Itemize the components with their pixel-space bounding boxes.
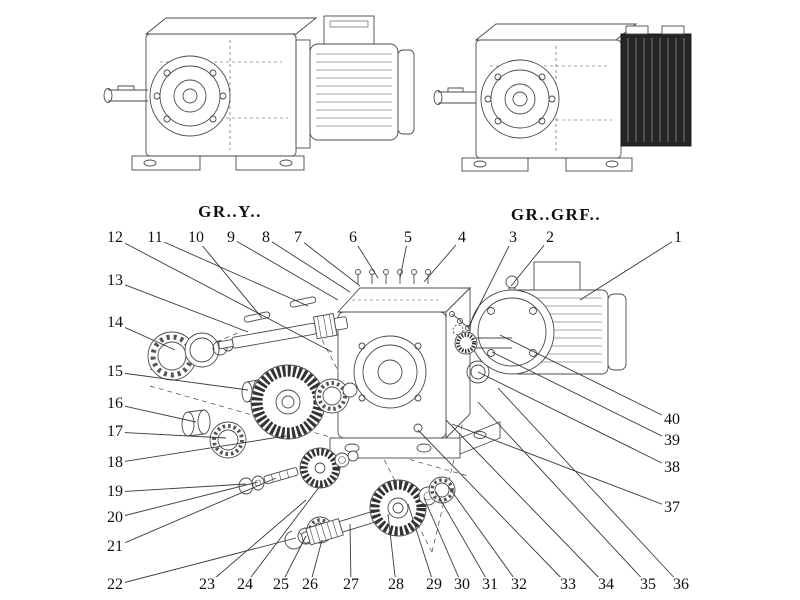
part-number-40: 40 — [662, 411, 682, 428]
part-number-33: 33 — [558, 576, 578, 593]
part-number-13: 13 — [105, 272, 125, 289]
variant-label-gr-y: GR..Y.. — [198, 202, 262, 221]
leader-line-15 — [114, 371, 249, 391]
leader-line-19 — [114, 483, 247, 493]
part-number-12: 12 — [105, 229, 125, 246]
part-number-17: 17 — [105, 423, 125, 440]
leader-line-11 — [154, 237, 309, 307]
motor — [454, 261, 627, 375]
input-shaft-assembly — [147, 296, 349, 403]
part-number-1: 1 — [672, 229, 684, 246]
leader-line-39 — [491, 351, 673, 442]
eye-bolt — [505, 275, 519, 289]
assembled-view-gr-y — [103, 15, 415, 171]
leader-line-18 — [114, 435, 287, 464]
cover-screws — [355, 269, 431, 284]
leader-line-21 — [114, 477, 277, 548]
leader-line-13 — [114, 280, 249, 333]
leader-line-27 — [349, 523, 352, 586]
leader-line-30 — [423, 497, 463, 586]
leader-line-36 — [497, 387, 682, 586]
part-number-36: 36 — [671, 576, 691, 593]
part-number-26: 26 — [300, 576, 320, 593]
part-number-2: 2 — [544, 229, 556, 246]
leader-lines — [114, 237, 682, 586]
part-number-15: 15 — [105, 363, 125, 380]
leader-line-17 — [114, 431, 227, 439]
part-number-37: 37 — [662, 499, 682, 516]
part-number-16: 16 — [105, 395, 125, 412]
leader-line-35 — [477, 401, 649, 586]
gear-housing — [329, 286, 501, 459]
part-number-38: 38 — [662, 459, 682, 476]
leader-line-24 — [244, 485, 321, 586]
part-number-20: 20 — [105, 509, 125, 526]
part-number-35: 35 — [638, 576, 658, 593]
leader-line-33 — [417, 429, 569, 586]
part-number-28: 28 — [386, 576, 406, 593]
leader-line-32 — [447, 485, 520, 586]
key-1 — [243, 311, 271, 323]
leader-line-16 — [114, 403, 197, 423]
part-number-10: 10 — [186, 229, 206, 246]
part-number-18: 18 — [105, 454, 125, 471]
leader-line-34 — [445, 419, 607, 586]
leader-line-25 — [280, 535, 307, 586]
leader-line-4 — [423, 237, 463, 283]
part-number-30: 30 — [452, 576, 472, 593]
leader-line-31 — [435, 491, 491, 586]
leader-line-40 — [499, 334, 673, 421]
part-number-31: 31 — [480, 576, 500, 593]
part-number-25: 25 — [271, 576, 291, 593]
leader-line-38 — [477, 371, 673, 469]
part-number-22: 22 — [105, 576, 125, 593]
part-number-21: 21 — [105, 538, 125, 555]
part-number-34: 34 — [596, 576, 616, 593]
leader-line-29 — [407, 503, 435, 586]
part-number-19: 19 — [105, 483, 125, 500]
part-number-7: 7 — [292, 229, 304, 246]
part-number-14: 14 — [105, 314, 125, 331]
exploded-view — [147, 261, 627, 553]
intermediate-gear-set — [181, 364, 358, 459]
leader-line-7 — [297, 237, 361, 287]
variant-label-gr-grf: GR..GRF.. — [510, 205, 602, 224]
part-number-24: 24 — [235, 576, 255, 593]
part-number-8: 8 — [260, 229, 272, 246]
part-number-29: 29 — [424, 576, 444, 593]
part-number-23: 23 — [197, 576, 217, 593]
leader-line-23 — [206, 499, 307, 586]
leader-line-2 — [510, 237, 551, 287]
drain-plug — [413, 423, 423, 433]
part-number-39: 39 — [662, 432, 682, 449]
part-number-6: 6 — [347, 229, 359, 246]
part-number-4: 4 — [456, 229, 468, 246]
leader-line-14 — [114, 322, 176, 351]
assembled-view-gr-grf — [433, 23, 692, 172]
part-number-11: 11 — [145, 229, 165, 246]
leader-line-22 — [114, 537, 297, 586]
leader-line-8 — [265, 237, 351, 293]
leader-line-20 — [114, 481, 259, 519]
part-number-27: 27 — [341, 576, 361, 593]
part-number-5: 5 — [402, 229, 414, 246]
part-number-9: 9 — [225, 229, 237, 246]
leader-line-12 — [114, 237, 333, 353]
leader-line-9 — [230, 237, 339, 301]
leader-line-10 — [195, 237, 263, 319]
leader-line-28 — [387, 513, 397, 586]
key-2 — [289, 296, 317, 308]
part-number-32: 32 — [509, 576, 529, 593]
leader-line-1 — [579, 237, 679, 301]
output-shaft-assembly — [284, 476, 456, 550]
leader-line-3 — [467, 237, 514, 329]
pinion-cluster — [238, 447, 359, 495]
leader-line-37 — [451, 423, 673, 509]
part-number-3: 3 — [507, 229, 519, 246]
